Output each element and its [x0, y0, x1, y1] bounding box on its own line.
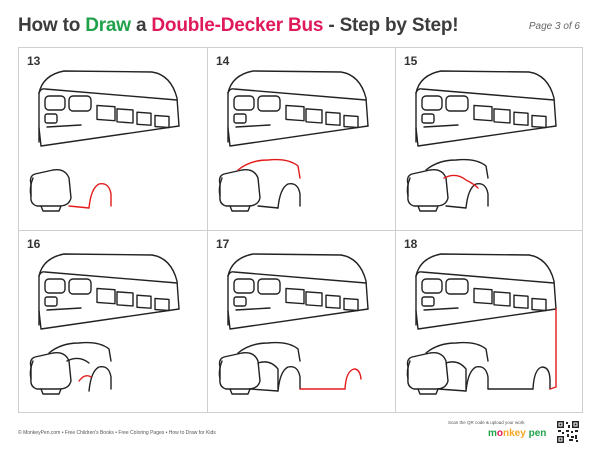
step-cell: 13: [19, 48, 207, 230]
title-part1: How to: [18, 15, 86, 36]
step-number: 18: [404, 237, 418, 251]
step-number: 13: [27, 54, 41, 68]
bus-drawing-step-15: [406, 70, 557, 212]
step-cell: 18: [396, 231, 584, 413]
step-number: 16: [27, 237, 41, 251]
steps-grid: 13 14 15: [18, 47, 583, 413]
bus-drawing-step-16: [29, 253, 180, 395]
scan-instructions: Scan the QR code & upload your work: [448, 420, 525, 425]
bus-drawing-step-17: [218, 253, 369, 395]
step-cell: 14: [208, 48, 396, 230]
page-number-label: Page 3 of 6: [528, 21, 580, 32]
step-cell: 15: [396, 48, 584, 230]
step-number: 14: [216, 54, 230, 68]
step-number: 15: [404, 54, 418, 68]
brand-logo: monkey pen: [488, 428, 546, 439]
title-part3: - Step by Step!: [323, 15, 459, 36]
qr-code-icon[interactable]: [556, 420, 580, 444]
brand-part: nkey: [503, 428, 526, 439]
brand-part: o: [496, 428, 504, 439]
bus-drawing-step-18: [406, 253, 557, 395]
title-subject: Double-Decker Bus: [151, 15, 324, 36]
step-cell: 16: [19, 231, 207, 413]
step-cell: 17: [208, 231, 396, 413]
brand-part: pen: [525, 428, 547, 439]
bus-drawing-step-13: [29, 70, 180, 212]
title-draw: Draw: [85, 15, 131, 36]
title-part2: a: [130, 15, 152, 36]
page-title: How to Draw a Double-Decker Bus - Step b…: [18, 15, 459, 37]
step-number: 17: [216, 237, 230, 251]
bus-drawing-step-14: [218, 70, 369, 212]
brand-part: m: [488, 428, 497, 439]
footer-links: © MonkeyPen.com • Free Children's Books …: [18, 430, 216, 436]
